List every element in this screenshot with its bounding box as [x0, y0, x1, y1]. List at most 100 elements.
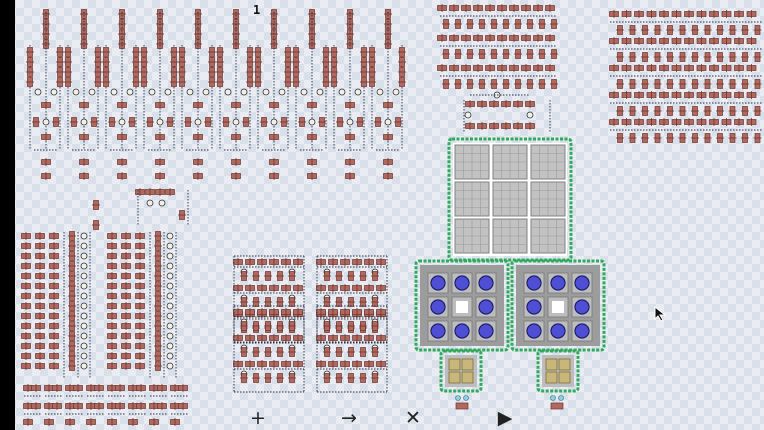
circuit-component	[170, 384, 180, 392]
circuit-component	[634, 91, 644, 99]
circuit-component	[368, 67, 376, 77]
circuit-component	[328, 258, 338, 266]
circuit-component	[521, 64, 531, 72]
circuit-component	[371, 271, 379, 281]
circuit-component	[741, 25, 749, 35]
energy-orb	[550, 275, 566, 291]
circuit-component	[140, 47, 148, 57]
circuit-component	[49, 252, 59, 260]
circuit-component	[281, 284, 291, 292]
circuit-component	[252, 347, 260, 357]
wire-node	[166, 282, 174, 290]
circuit-component	[514, 49, 522, 59]
circuit-component	[609, 64, 619, 72]
circuit-component	[41, 133, 51, 141]
circuit-component	[44, 418, 54, 426]
circuit-component	[146, 117, 154, 127]
circuit-component	[136, 384, 146, 392]
wire-node	[194, 118, 202, 126]
circuit-component	[746, 37, 757, 45]
mouse-pointer-icon	[654, 306, 667, 322]
circuit-component	[269, 101, 279, 109]
circuit-component	[671, 37, 682, 45]
circuit-component	[94, 47, 102, 57]
energy-orb	[454, 323, 470, 339]
circuit-component	[232, 39, 240, 49]
circuit-component	[678, 106, 687, 116]
circuit-component	[170, 77, 178, 87]
add-tool-button[interactable]: +	[245, 406, 271, 430]
circuit-component	[746, 10, 757, 18]
circuit-component	[240, 297, 248, 307]
wire-node	[80, 242, 88, 250]
circuit-component	[64, 47, 72, 57]
circuit-component	[646, 118, 657, 126]
circuit-component	[68, 271, 76, 281]
circuit-component	[240, 271, 248, 281]
circuit-component	[741, 79, 749, 89]
circuit-component	[154, 351, 162, 361]
circuit-component	[154, 261, 162, 271]
circuit-component	[753, 79, 762, 89]
circuit-component	[509, 64, 519, 72]
circuit-component	[716, 106, 724, 116]
circuit-component	[254, 57, 262, 67]
circuit-component	[691, 25, 699, 35]
circuit-component	[68, 341, 76, 351]
circuit-component	[281, 258, 291, 266]
wire-node	[126, 88, 134, 96]
circuit-component	[165, 188, 175, 196]
circuit-component	[398, 57, 406, 67]
circuit-component	[68, 321, 76, 331]
energy-orb	[430, 323, 446, 339]
circuit-component	[246, 47, 254, 57]
circuit-component	[533, 34, 543, 42]
circuit-component	[703, 106, 712, 116]
circuit-component	[345, 158, 355, 166]
wire-node	[346, 118, 354, 126]
leg-node	[558, 395, 564, 401]
circuit-component	[117, 158, 127, 166]
arrow-tool-button[interactable]: →	[336, 406, 362, 430]
circuit-component	[461, 64, 471, 72]
circuit-component	[634, 118, 644, 126]
circuit-component	[216, 47, 224, 57]
circuit-component	[135, 302, 145, 310]
energy-orb	[478, 299, 494, 315]
circuit-component	[621, 37, 632, 45]
circuit-component	[154, 331, 162, 341]
circuit-component	[368, 77, 376, 87]
circuit-component	[107, 232, 117, 240]
circuit-component	[646, 64, 657, 72]
leg-node	[550, 395, 556, 401]
wire-node	[164, 88, 172, 96]
circuit-component	[49, 362, 59, 370]
circuit-component	[307, 133, 317, 141]
circuit-component	[252, 321, 260, 331]
circuit-component	[135, 352, 145, 360]
circuit-component	[360, 47, 368, 57]
circuit-component	[368, 57, 376, 67]
circuit-component	[328, 360, 338, 368]
crate	[448, 371, 461, 384]
circuit-component	[525, 122, 535, 130]
delete-tool-button[interactable]: ✕	[400, 406, 426, 430]
circuit-component	[140, 67, 148, 77]
circuit-component	[257, 360, 267, 368]
circuit-component	[671, 91, 682, 99]
circuit-component	[678, 52, 687, 62]
circuit-component	[35, 332, 45, 340]
circuit-component	[741, 106, 749, 116]
wire-node	[80, 302, 88, 310]
play-tool-button[interactable]: ▶	[492, 406, 518, 430]
circuit-component	[233, 360, 243, 368]
circuit-component	[121, 352, 131, 360]
circuit-component	[80, 9, 88, 19]
circuit-component	[257, 308, 267, 316]
circuit-component	[246, 77, 254, 87]
leg-component	[455, 402, 469, 410]
circuit-component	[270, 9, 278, 19]
circuit-component	[359, 321, 367, 331]
circuit-component	[170, 402, 180, 410]
